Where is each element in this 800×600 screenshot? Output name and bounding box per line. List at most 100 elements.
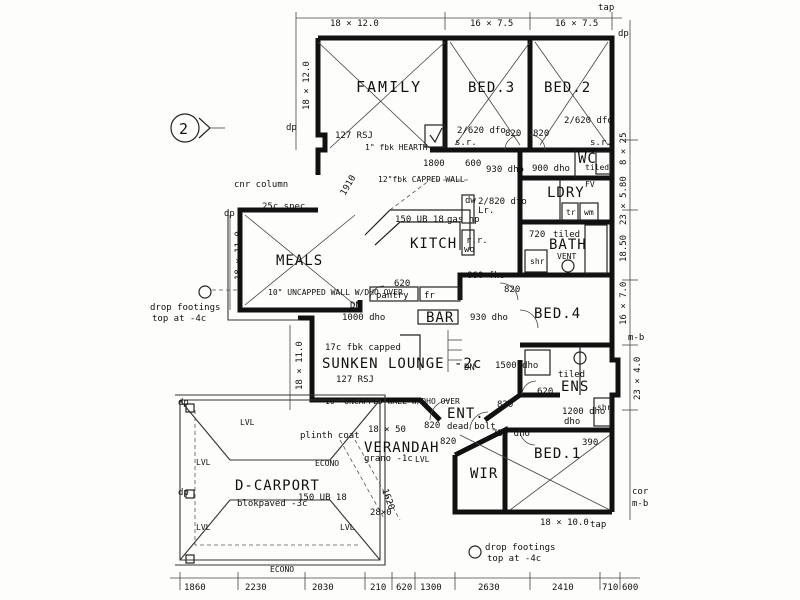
note-cnr-column: cnr column bbox=[234, 180, 288, 190]
dim-wc-right: 8 × 25 bbox=[619, 132, 629, 165]
dim-bottom-5: 620 bbox=[396, 583, 412, 593]
room-bar: BAR bbox=[426, 310, 454, 326]
dim-door-930a: 930 dho bbox=[486, 165, 524, 175]
dim-door-1200: 1200 dho bbox=[562, 407, 605, 417]
dim-door-900: 900 dho bbox=[532, 164, 570, 174]
note-tiled-ens: tiled bbox=[558, 370, 585, 380]
wet-area-fixtures bbox=[524, 151, 611, 427]
room-family: FAMILY bbox=[356, 78, 422, 96]
room-ent: ENT. bbox=[447, 406, 485, 422]
bottom-dimension-line bbox=[170, 572, 640, 590]
dim-bottom-3: 2030 bbox=[312, 583, 334, 593]
door-swings bbox=[369, 134, 546, 446]
section-marker-label: 2 bbox=[179, 120, 188, 138]
dim-bed4-right: 16 × 7.0 bbox=[619, 282, 629, 325]
note-tap-top: tap bbox=[598, 3, 614, 13]
footing-marker-1 bbox=[198, 285, 212, 299]
bottom-dimension-labels: 1860 2230 2030 210 620 1300 2630 2410 71… bbox=[184, 583, 638, 593]
room-pantry: pantry bbox=[376, 291, 409, 301]
note-750-dho: 750 dho bbox=[492, 429, 530, 439]
note-wo: wo bbox=[464, 245, 475, 255]
dim-door-1800: 1800 bbox=[423, 159, 445, 169]
dim-door-820e: 820 bbox=[424, 421, 440, 431]
note-shr-ens: shr bbox=[597, 403, 612, 412]
room-wc: WC bbox=[578, 151, 597, 167]
note-dead-bolt: dead bolt bbox=[447, 422, 496, 432]
note-rsj-127b: 127 RSJ bbox=[336, 375, 374, 385]
dim-bed2-top: 16 × 7.5 bbox=[555, 19, 598, 29]
room-verandah: VERANDAH bbox=[364, 440, 439, 456]
dim-lounge-left: 18 × 11.0 bbox=[295, 341, 305, 390]
dim-bottom-6: 1300 bbox=[420, 583, 442, 593]
dim-door-1500: 1500 dho bbox=[495, 361, 538, 371]
dim-door-820d: 820 bbox=[497, 400, 513, 410]
note-wm: wm bbox=[584, 208, 594, 217]
dim-door-820b: 820 bbox=[533, 129, 549, 139]
note-lvl-2: LVL bbox=[196, 458, 211, 467]
note-rr: r.r. bbox=[466, 236, 488, 246]
section-marker bbox=[170, 113, 225, 143]
note-fv: FV bbox=[585, 180, 595, 189]
dim-bed3-top: 16 × 7.5 bbox=[470, 19, 513, 29]
note-25c-spec: 25c spec bbox=[262, 202, 305, 212]
room-ens: ENS bbox=[561, 379, 589, 395]
note-dp-family: dp bbox=[286, 123, 297, 133]
dim-door-820c: 820 bbox=[504, 285, 520, 295]
room-sunken-lounge: SUNKEN LOUNGE -2c bbox=[322, 356, 482, 372]
note-dp-carport-2: dp bbox=[178, 488, 189, 498]
dim-door-720: 720 bbox=[529, 230, 545, 240]
fireplace-box bbox=[424, 124, 446, 148]
dim-door-620b: 620 bbox=[537, 387, 553, 397]
room-bed4: BED.4 bbox=[534, 306, 581, 322]
note-drop-footings-1: drop footings bbox=[150, 303, 220, 313]
note-shr-bath: shr bbox=[530, 257, 545, 266]
room-carport: D-CARPORT bbox=[235, 478, 320, 494]
dim-bottom-7: 2630 bbox=[478, 583, 500, 593]
note-fridge: fr bbox=[424, 291, 435, 301]
dim-family-top: 18 × 12.0 bbox=[330, 19, 379, 29]
note-dw: dw bbox=[465, 196, 476, 206]
note-plinth: plinth coat bbox=[300, 431, 360, 441]
note-uncapped-wall-1: 10" UNCAPPED WALL W/DHO OVER bbox=[268, 288, 403, 297]
note-grano: grano -1c bbox=[364, 454, 413, 464]
note-dp-carport: dp bbox=[178, 398, 189, 408]
dim-1910: 1910 bbox=[339, 174, 359, 198]
room-diagonals bbox=[244, 41, 611, 511]
dim-bottom-8: 2410 bbox=[552, 583, 574, 593]
dim-verandah: 18 × 50 bbox=[368, 425, 406, 435]
dim-dho-1200: dho bbox=[564, 417, 580, 427]
pantry-shelf bbox=[369, 286, 419, 302]
dim-door-620a: 620 bbox=[394, 279, 410, 289]
dim-door-390: 390 bbox=[582, 438, 598, 448]
top-dimension-line bbox=[295, 12, 622, 40]
note-tap-bottom: tap bbox=[590, 520, 606, 530]
room-bed3: BED.3 bbox=[468, 80, 515, 96]
note-drop-footings-2: drop footings bbox=[485, 543, 555, 553]
note-tiled-wc: tiled bbox=[585, 163, 609, 172]
roof-outline bbox=[175, 394, 401, 566]
dim-bottom-2: 2230 bbox=[245, 583, 267, 593]
note-rsj-127: 127 RSJ bbox=[335, 131, 373, 141]
dim-ens-right: 23 × 4.0 bbox=[633, 357, 643, 400]
note-lvl-4: LVL bbox=[340, 523, 355, 532]
left-dimension-line bbox=[229, 40, 297, 410]
dim-door-820f: 820 bbox=[440, 437, 456, 447]
note-ub-150b: 150 UB 18 bbox=[298, 493, 347, 503]
room-ldry: LDRY bbox=[547, 185, 585, 201]
note-econo-2: ECONO bbox=[270, 565, 294, 574]
dim-door-930b: 930 dho bbox=[470, 313, 508, 323]
note-mb: m-b bbox=[632, 499, 648, 509]
dim-bottom-1: 1860 bbox=[184, 583, 206, 593]
dim-door-820a: 820 bbox=[505, 129, 521, 139]
dim-bottom-4: 210 bbox=[370, 583, 386, 593]
room-wir: WIR bbox=[470, 466, 498, 482]
dim-bottom-10: 600 bbox=[622, 583, 638, 593]
room-meals: MEALS bbox=[276, 253, 323, 269]
note-blokpaved: blokpaved -3c bbox=[237, 499, 307, 509]
dim-door-2620-a: 2/620 dfo bbox=[457, 126, 506, 136]
note-sr-1: s.r. bbox=[455, 138, 477, 148]
note-lvl-1: LVL bbox=[240, 418, 255, 427]
note-tr: tr bbox=[566, 208, 576, 217]
